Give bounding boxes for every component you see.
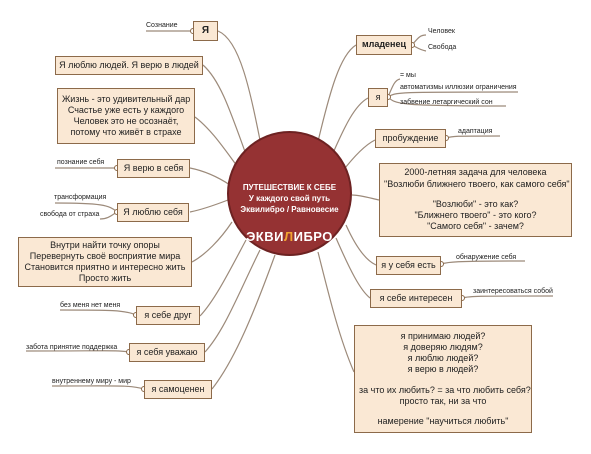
leaf-link-my <box>387 78 401 98</box>
leaf-link-zainteresovatsya <box>461 295 554 299</box>
node-veryu-v-sebya[interactable]: Я верю в себя <box>117 159 190 178</box>
leaf-soznanie: Сознание <box>146 22 178 29</box>
link-lyublyu-lyudei <box>202 64 249 161</box>
link-mladenets <box>315 44 357 151</box>
leaf-transformatsiya: трансформация <box>54 194 107 201</box>
node-sebe-interesen[interactable]: я себе интересен <box>370 289 462 308</box>
leaf-svoboda: Свобода <box>428 44 457 51</box>
node-mladenets[interactable]: младенец <box>356 35 412 55</box>
link-vnutri <box>191 221 233 263</box>
link-interesen <box>335 237 371 299</box>
link-uvazhayu <box>204 249 261 353</box>
node-ya-right[interactable]: я <box>368 88 388 107</box>
node-probuzhdenie[interactable]: пробуждение <box>375 129 446 148</box>
leaf-link-zabvenie <box>387 96 507 107</box>
leaf-avtomatizmy: автоматизмы иллюзии ограничения <box>400 84 517 91</box>
link-sebe-drug <box>199 239 247 317</box>
link-u-sebya <box>345 224 377 266</box>
node-lyublyu-lyudei[interactable]: Я люблю людей. Я верю в людей <box>55 56 203 75</box>
node-u-sebya-est[interactable]: я у себя есть <box>376 256 441 275</box>
node-sebe-drug[interactable]: я себе друг <box>136 306 200 325</box>
node-ya[interactable]: Я <box>193 21 218 41</box>
node-samotsenen[interactable]: я самоценен <box>144 380 212 399</box>
link-zhizn <box>194 116 241 171</box>
leaf-link-adaptatsiya <box>445 135 501 139</box>
center-title: ПУТЕШЕСТВИЕ К СЕБЕ <box>242 183 337 192</box>
leaf-vnutrennemu: внутреннему миру - мир <box>52 378 131 385</box>
node-zhizn[interactable]: Жизнь - это удивительный дар Счастье уже… <box>57 88 195 144</box>
node-sebya-uvazhayu[interactable]: я себя уважаю <box>129 343 205 362</box>
ekvilibro-logo: ЭКВИЛИБРО <box>246 229 333 244</box>
leaf-zabvenie: забвение летаргический сон <box>400 99 493 106</box>
leaf-link-bez-menya <box>59 309 137 316</box>
leaf-chelovek: Человек <box>428 28 455 35</box>
leaf-link-vnutrennemu <box>51 385 145 390</box>
leaf-link-avtomatizmy <box>387 91 519 98</box>
leaf-adaptatsiya: адаптация <box>458 128 493 135</box>
leaf-link-zabota <box>25 350 130 353</box>
link-lyublyu-sebya <box>189 199 229 213</box>
leaf-bez-menya: без меня нет меня <box>60 302 121 309</box>
link-zadacha <box>351 194 380 201</box>
leaf-obnaruzhenie: обнаружение себя <box>456 254 517 261</box>
link-ya <box>217 30 263 151</box>
leaf-svoboda-ot-strakha: свобода от страха <box>40 211 100 218</box>
leaf-link-obnaruzhenie <box>440 260 526 265</box>
node-zadacha[interactable]: 2000-летняя задача для человека "Возлюби… <box>379 163 572 237</box>
link-samotsenen <box>211 254 276 390</box>
node-lyublyu-sebya[interactable]: Я люблю себя <box>117 203 189 222</box>
node-vnutri[interactable]: Внутри найти точку опоры Перевернуть сво… <box>18 237 192 287</box>
leaf-zainteresovatsya: заинтересоваться собой <box>473 288 553 295</box>
leaf-poznanie-sebya: познание себя <box>57 159 105 166</box>
link-prinimayu <box>317 251 355 373</box>
center-subtitle-2: Эквилибро / Равновесие <box>240 205 339 214</box>
link-probuzhdenie <box>341 139 376 173</box>
leaf-my: = мы <box>400 72 416 79</box>
center-subtitle: У каждого свой путь <box>248 194 331 203</box>
link-veryu <box>189 167 231 186</box>
leaf-zabota: забота принятие поддержка <box>26 344 118 351</box>
node-prinimayu[interactable]: я принимаю людей? я доверяю людям? я люб… <box>354 325 532 433</box>
central-topic[interactable]: ПУТЕШЕСТВИЕ К СЕБЕ У каждого свой путь Э… <box>227 131 352 256</box>
